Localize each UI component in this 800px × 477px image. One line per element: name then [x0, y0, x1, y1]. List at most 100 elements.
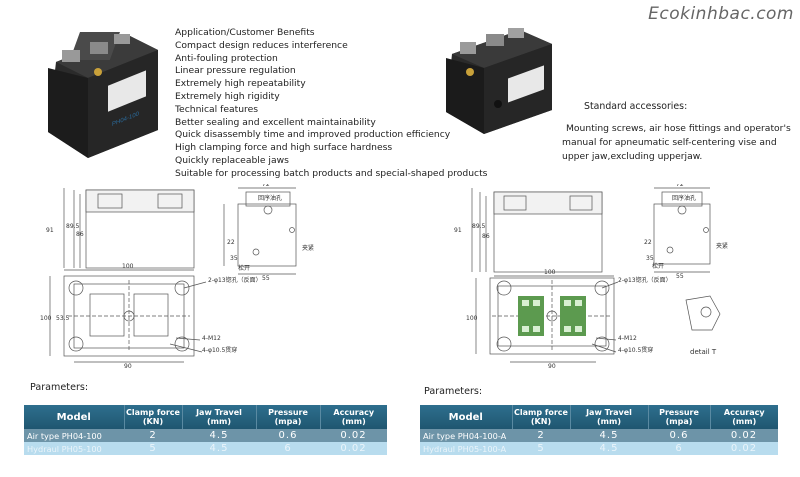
table-row: Hydraul PH05-100 5 4.5 6 0.02 [24, 442, 387, 455]
benefit-item: Technical features [175, 103, 259, 115]
standard-accessories-text: Mounting screws, air hose fittings and o… [562, 123, 791, 162]
header-clamp-force: Clamp force (KN) [512, 405, 571, 429]
dim-label: 72 [262, 184, 270, 188]
model-type: Hydraul [423, 443, 456, 454]
model-cell: Air type PH04-100-A [420, 429, 512, 442]
model-cell: Hydraul PH05-100 [24, 442, 124, 455]
technical-drawing-left: 91 89.5 86 72 55 22 35 100 90 100 53.5 2… [40, 184, 314, 370]
callout-label: 松开 [238, 264, 250, 272]
dim-label: 35 [230, 255, 238, 262]
dim-label: 22 [227, 239, 235, 246]
benefit-item: Extremely high rigidity [175, 90, 280, 102]
callout-label: 4-M12 [202, 335, 221, 342]
benefit-item: Suitable for processing batch products a… [175, 167, 488, 179]
model-code: PH05-100 [61, 443, 102, 454]
pressure-cell: 6 [256, 442, 320, 455]
detail-label: detail T [690, 348, 717, 356]
header-accuracy: Accuracy (mm) [320, 405, 387, 429]
header-model: Model [24, 405, 125, 429]
benefit-item: Linear pressure regulation [175, 65, 296, 77]
dim-label: 100 [466, 315, 478, 322]
benefits-list: Application/Customer Benefits Compact de… [175, 27, 487, 181]
accuracy-cell: 0.02 [710, 442, 778, 455]
dim-label: 55 [676, 273, 684, 280]
header-jaw-travel: Jaw Travel (mm) [570, 405, 649, 429]
dim-label: 89.5 [66, 223, 80, 230]
pressure-cell: 0.6 [648, 429, 710, 442]
model-code: PH05-100-A [457, 443, 507, 454]
accuracy-cell: 0.02 [320, 429, 387, 442]
header-accuracy: Accuracy (mm) [710, 405, 778, 429]
dim-label: 86 [76, 231, 84, 238]
callout-label: 回序油孔 [672, 194, 696, 202]
dim-label: 90 [548, 363, 556, 370]
callout-label: 2-φ13锪孔（反面） [208, 276, 262, 284]
model-cell: Hydraul PH05-100-A [420, 442, 512, 455]
parameters-label-left: Parameters: [30, 382, 89, 393]
model-type: Hydraul [27, 443, 60, 454]
benefit-item: Quickly replaceable jaws [175, 154, 289, 166]
benefit-item: Compact design reduces interference [175, 39, 348, 51]
model-code: PH04-100-A [457, 430, 507, 441]
clamp-force-cell: 5 [124, 442, 182, 455]
callout-label: 4-φ10.5贯穿 [202, 346, 237, 354]
parameters-table-right: Model Clamp force (KN) Jaw Travel (mm) P… [420, 405, 778, 455]
jaw-travel-cell: 4.5 [570, 429, 648, 442]
brand-watermark: Ecokinhbac.com [648, 4, 794, 24]
clamp-force-cell: 2 [512, 429, 570, 442]
jaw-travel-cell: 4.5 [570, 442, 648, 455]
dim-label: 55 [262, 275, 270, 282]
dim-label: 100 [40, 315, 52, 322]
model-type: Air type [27, 430, 60, 441]
technical-drawing-right: 91 89.5 86 72 55 22 35 100 90 100 2-φ13锪… [454, 184, 728, 370]
benefit-item: High clamping force and high surface har… [175, 142, 393, 154]
callout-label: 夹紧 [716, 242, 728, 250]
parameters-label-right: Parameters: [424, 386, 483, 397]
table-row: Air type PH04-100 2 4.5 0.6 0.02 [24, 429, 387, 442]
dim-label: 72 [676, 184, 684, 188]
callout-label: 松开 [652, 262, 664, 270]
model-cell: Air type PH04-100 [24, 429, 124, 442]
benefit-item: Application/Customer Benefits [175, 27, 315, 38]
dim-label: 89.5 [472, 223, 486, 230]
pressure-cell: 6 [648, 442, 710, 455]
model-type: Air type [423, 430, 456, 441]
jaw-travel-cell: 4.5 [182, 429, 256, 442]
dim-label: 91 [46, 227, 54, 234]
benefit-item: Anti-fouling protection [175, 52, 278, 64]
dim-label: 90 [124, 363, 132, 370]
clamp-force-cell: 2 [124, 429, 182, 442]
table-row: Hydraul PH05-100-A 5 4.5 6 0.02 [420, 442, 778, 455]
dim-label: 35 [646, 255, 654, 262]
model-code: PH04-100 [61, 430, 102, 441]
standard-accessories-title: Standard accessories: [584, 101, 688, 112]
header-pressure: Pressure (mpa) [256, 405, 321, 429]
dim-label: 100 [122, 263, 134, 270]
header-model: Model [420, 405, 513, 429]
table-row: Air type PH04-100-A 2 4.5 0.6 0.02 [420, 429, 778, 442]
callout-label: 4-M12 [618, 335, 637, 342]
benefit-item: Better sealing and excellent maintainabi… [175, 116, 376, 128]
jaw-travel-cell: 4.5 [182, 442, 256, 455]
dim-label: 22 [644, 239, 652, 246]
benefit-item: Quick disassembly time and improved prod… [175, 129, 451, 141]
callout-label: 夹紧 [302, 244, 314, 252]
header-jaw-travel: Jaw Travel (mm) [182, 405, 257, 429]
accuracy-cell: 0.02 [710, 429, 778, 442]
parameters-table-left: Model Clamp force (KN) Jaw Travel (mm) P… [24, 405, 387, 455]
dim-label: 53.5 [56, 315, 70, 322]
pressure-cell: 0.6 [256, 429, 320, 442]
header-pressure: Pressure (mpa) [648, 405, 711, 429]
benefit-item: Extremely high repeatability [175, 78, 306, 90]
clamp-force-cell: 5 [512, 442, 570, 455]
accuracy-cell: 0.02 [320, 442, 387, 455]
dim-label: 100 [544, 269, 556, 276]
dim-label: 86 [482, 233, 490, 240]
callout-label: 2-φ13锪孔（反面） [618, 276, 672, 284]
callout-label: 回序油孔 [258, 194, 282, 202]
vise-product-photo-left: PH04-100 [48, 32, 158, 158]
callout-label: 4-φ10.5贯穿 [618, 346, 653, 354]
dim-label: 91 [454, 227, 462, 234]
header-clamp-force: Clamp force (KN) [124, 405, 183, 429]
vise-product-photo-right [446, 28, 552, 134]
